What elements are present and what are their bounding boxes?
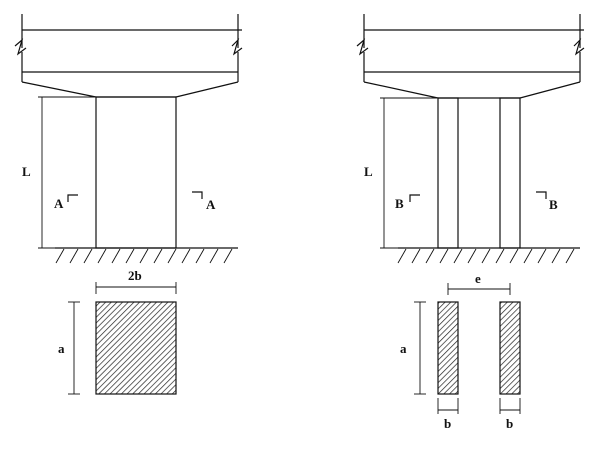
right-length-dimension bbox=[380, 97, 438, 249]
left-section-mark-right bbox=[192, 191, 203, 199]
right-section-label-right: B bbox=[549, 197, 558, 212]
left-section-label-left: A bbox=[54, 196, 64, 211]
right-wall-right bbox=[499, 97, 521, 249]
right-wall-left bbox=[437, 97, 459, 249]
left-column bbox=[95, 96, 177, 249]
right-ground-hatch bbox=[397, 247, 580, 264]
left-cross-section: 2b a bbox=[58, 268, 177, 395]
left-solid-section bbox=[95, 301, 177, 395]
left-section-label-right: A bbox=[206, 197, 216, 212]
right-pier-elevation: L B B bbox=[356, 14, 585, 264]
right-length-label: L bbox=[364, 164, 373, 179]
right-section-label-left: B bbox=[395, 196, 404, 211]
left-height-label: a bbox=[58, 341, 65, 356]
left-length-label: L bbox=[22, 164, 31, 179]
right-cross-section: e a b b bbox=[400, 271, 521, 431]
left-cap-beam bbox=[14, 14, 243, 98]
right-section-mark-right bbox=[536, 191, 547, 199]
right-spacing-label: e bbox=[475, 271, 481, 286]
left-pier-elevation: L A A bbox=[14, 14, 243, 264]
right-height-label: a bbox=[400, 341, 407, 356]
right-width-label-left: b bbox=[444, 416, 451, 431]
right-width-label-right: b bbox=[506, 416, 513, 431]
left-width-label: 2b bbox=[128, 268, 142, 283]
right-cap-beam bbox=[356, 14, 585, 99]
right-section-mark-left bbox=[409, 194, 420, 202]
left-length-dimension bbox=[38, 96, 96, 249]
left-ground-hatch bbox=[55, 247, 238, 264]
left-section-mark-left bbox=[67, 194, 78, 202]
right-section-wall-left bbox=[437, 301, 459, 395]
right-section-wall-right bbox=[499, 301, 521, 395]
